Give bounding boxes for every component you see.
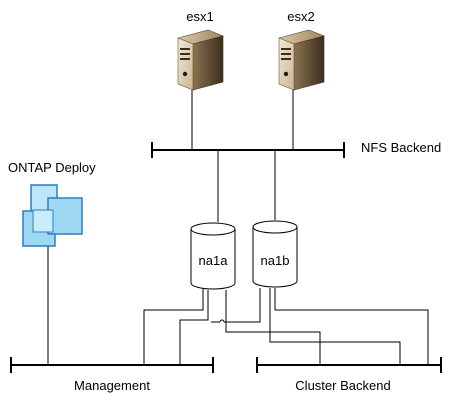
ontap-deploy-icon	[22, 184, 83, 247]
esx1-server-icon	[177, 29, 224, 91]
ontap-deploy-label: ONTAP Deploy	[8, 160, 96, 175]
management-label: Management	[74, 378, 150, 393]
na1a-storage-icon	[190, 222, 236, 290]
esx2-label: esx2	[287, 9, 314, 24]
nfs-backend-label: NFS Backend	[361, 140, 441, 155]
esx2-server-icon	[278, 29, 325, 91]
na1a-label: na1a	[199, 253, 229, 268]
cluster-backend-label: Cluster Backend	[295, 378, 390, 393]
esx1-label: esx1	[186, 9, 213, 24]
na1b-label: na1b	[261, 253, 290, 268]
connection-lines	[10, 90, 442, 373]
na1b-storage-icon	[252, 220, 298, 288]
